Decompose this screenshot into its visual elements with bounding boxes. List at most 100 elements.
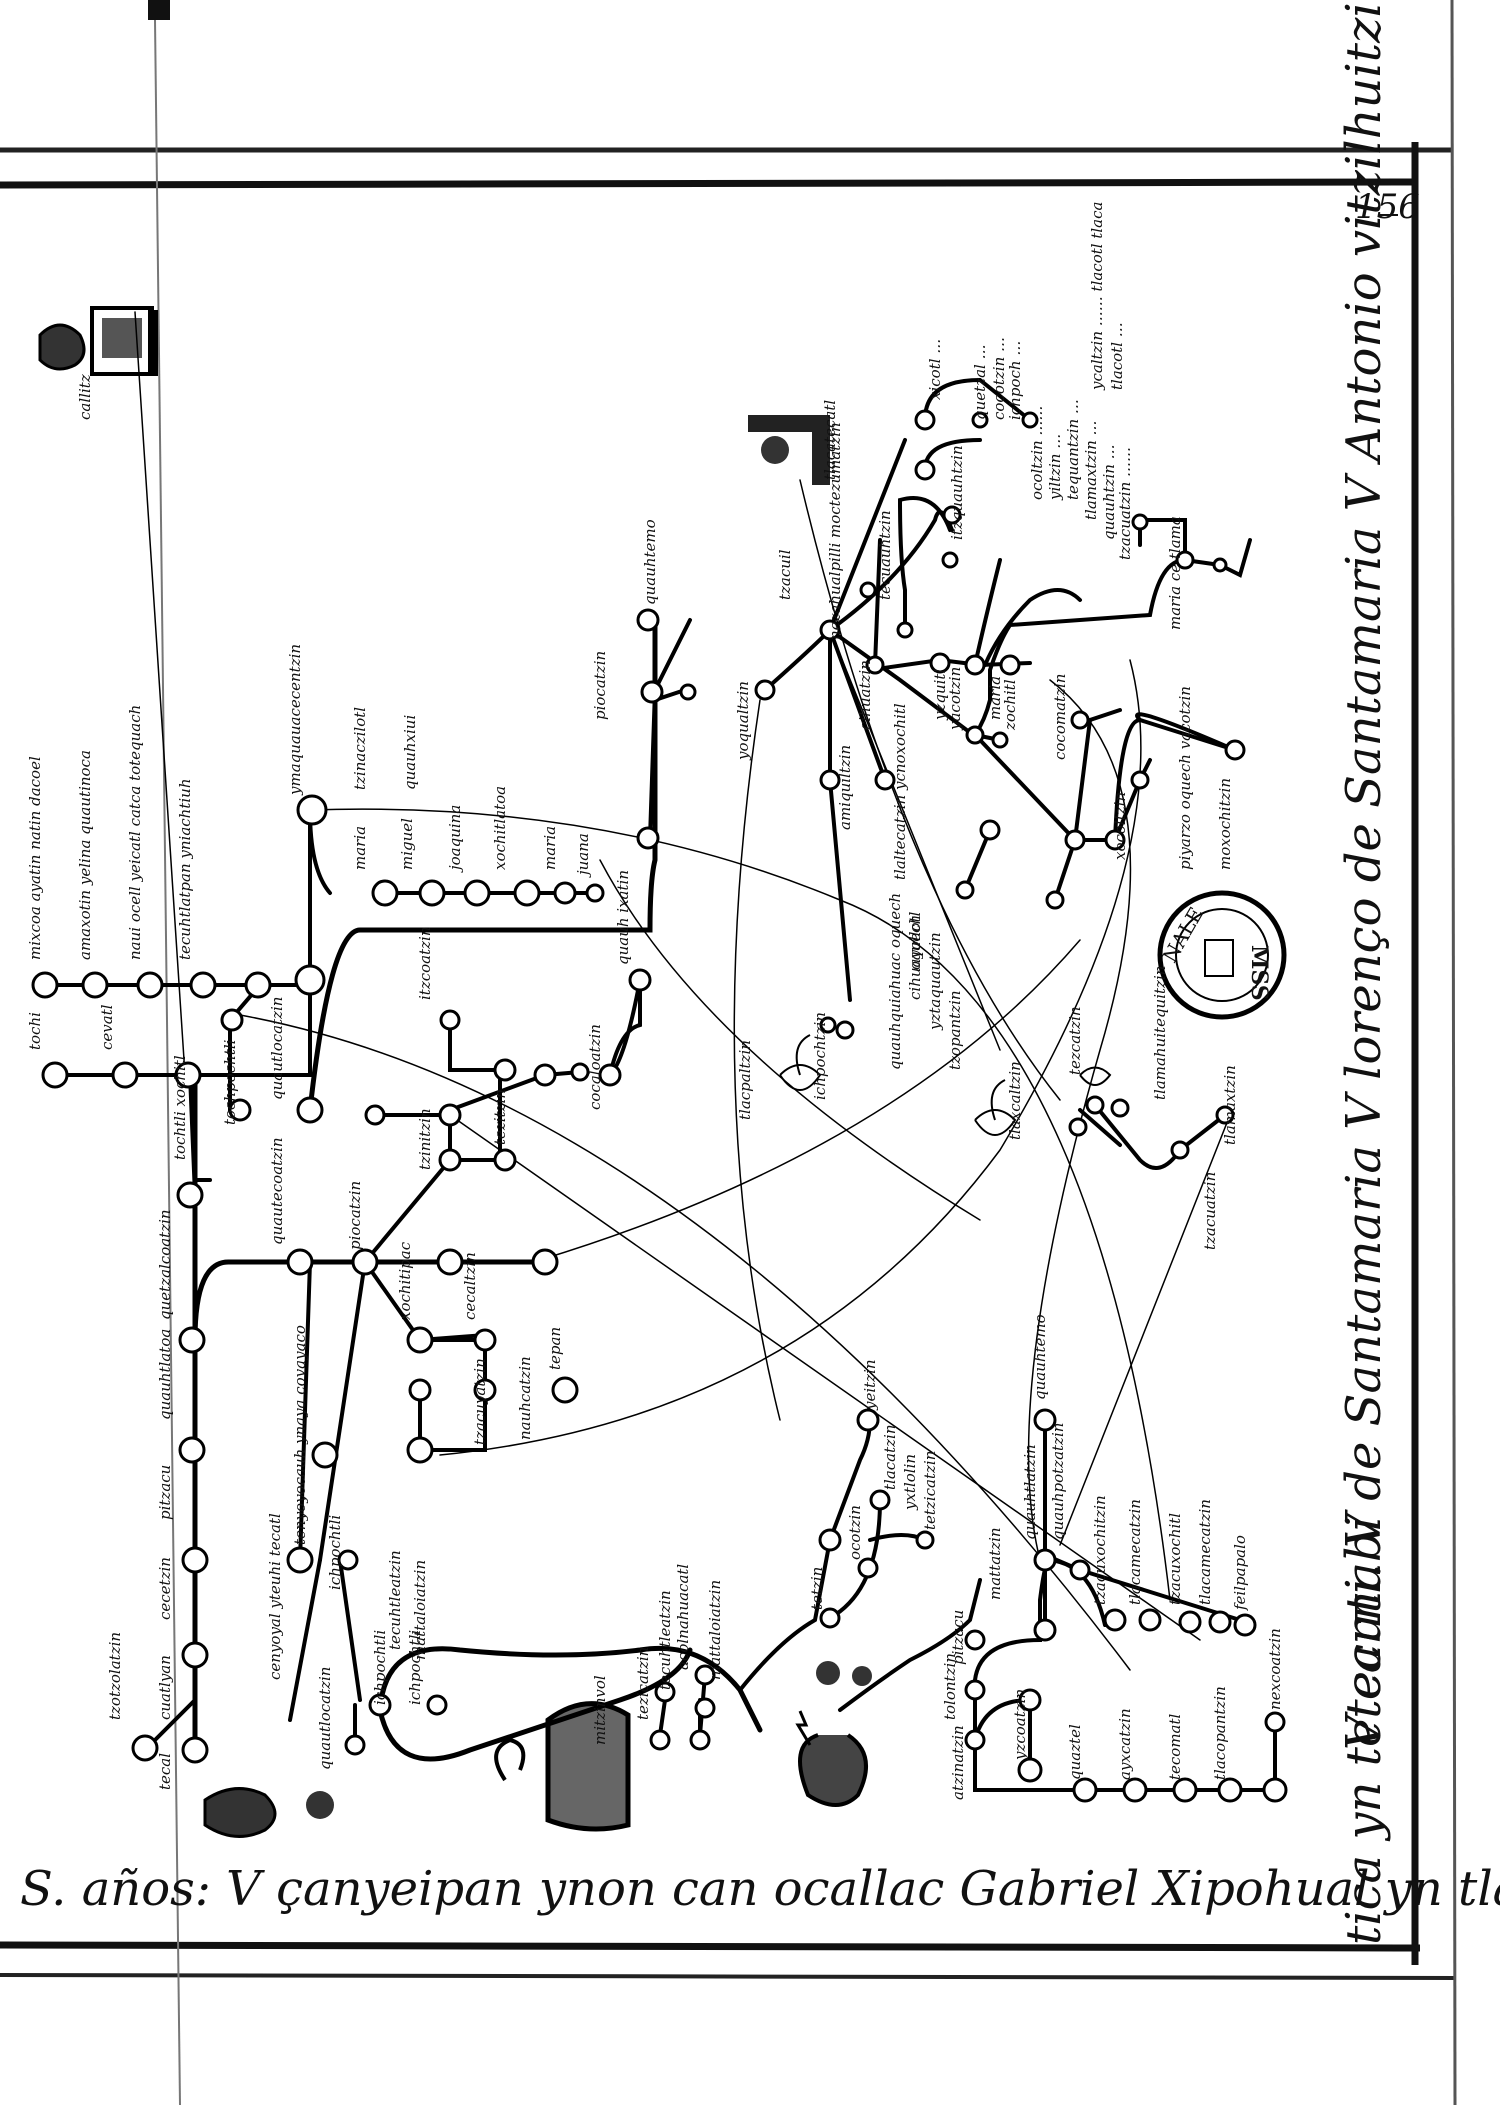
node (531, 1248, 559, 1276)
cross-connections (134, 311, 1231, 1671)
node (436, 1248, 464, 1276)
node (1122, 1777, 1148, 1803)
node (991, 731, 1009, 749)
outer-border-bottom (0, 1973, 1456, 1980)
node (819, 619, 841, 641)
label: tecomatl (1166, 1713, 1184, 1780)
node (493, 1148, 517, 1172)
label: feilpapalo (1231, 1535, 1249, 1611)
node (1224, 739, 1246, 761)
node (178, 1436, 206, 1464)
node (1175, 550, 1195, 570)
node (181, 1641, 209, 1669)
node (1033, 1408, 1057, 1432)
node (965, 725, 985, 745)
node (636, 826, 660, 850)
label: ocotzin (846, 1505, 864, 1560)
node (955, 880, 975, 900)
node (570, 1062, 590, 1082)
label: tlaltecatzin ycnoxochitl (891, 703, 909, 880)
node (473, 1328, 497, 1352)
label: tzacuatzin (1201, 1172, 1219, 1250)
nodes-right (754, 409, 1246, 1160)
label: tecuauhtzin (876, 510, 894, 600)
label: miguel (398, 818, 416, 870)
label: tlamaxtzin (1221, 1065, 1239, 1145)
label: xochitlatoa (491, 786, 509, 870)
node (819, 1016, 837, 1034)
node (1072, 1777, 1098, 1803)
node (999, 654, 1021, 676)
label: ichpochtzin (811, 1012, 829, 1100)
node (1068, 1117, 1088, 1137)
node (856, 1408, 880, 1432)
node (865, 655, 885, 675)
label: tzacuxochitzin (1091, 1495, 1109, 1605)
label: ymaquauacecentzin (286, 644, 304, 796)
node (1033, 1548, 1057, 1572)
label: maria (351, 826, 369, 870)
label: tecuhtleatzin (386, 1550, 404, 1650)
node (649, 1729, 671, 1751)
label: tetzin (808, 1567, 826, 1610)
node (439, 1009, 461, 1031)
label: tolontzin (941, 1653, 959, 1720)
label: tecuhtleatzin (656, 1590, 674, 1690)
node (371, 879, 399, 907)
node (1045, 890, 1065, 910)
temple-glyph-bottom (494, 1701, 631, 1832)
label: tzacuxochitl (1166, 1513, 1184, 1605)
label: tlacamecatzin (1126, 1499, 1144, 1605)
label: tlacopantzin (1211, 1686, 1229, 1780)
label: xochitipac (396, 1241, 414, 1320)
label: piyarzo oquech vacotzin (1176, 686, 1194, 870)
node (228, 1098, 252, 1122)
node (964, 654, 986, 676)
label: quauh ixatin (614, 870, 632, 965)
label: tequantzin … (1064, 399, 1082, 500)
label: cecaltzin (461, 1252, 479, 1320)
node (929, 652, 951, 674)
node (859, 581, 877, 599)
node (174, 1061, 202, 1089)
label: amaxotin yelina quautinoca (76, 750, 94, 960)
node (964, 1629, 986, 1651)
heading-right: V carnabi de Santamaria V lorenço de San… (1336, 2, 1392, 1750)
node (1215, 1105, 1235, 1125)
label: tenyoyocauh ynaya covayaco (291, 1325, 309, 1545)
node (286, 1248, 314, 1276)
node (585, 883, 605, 903)
label: itzquauhtzin (948, 445, 966, 540)
node (406, 1436, 434, 1464)
label: cocomatzin (1051, 674, 1069, 760)
label: nauhcatzin (516, 1356, 534, 1440)
node (111, 1061, 139, 1089)
label: xicotl … (926, 339, 944, 400)
label: tecal (156, 1753, 174, 1790)
label: yxtlolin (901, 1454, 919, 1511)
node (1085, 1095, 1105, 1115)
label: tezcatzin (1066, 1006, 1084, 1075)
node (286, 1546, 314, 1574)
node (463, 879, 491, 907)
label: quauhtlatzin (1021, 1444, 1039, 1540)
label: ayxcatzin (1116, 1708, 1134, 1780)
node (1069, 1559, 1091, 1581)
label: tlacamecatzin (1196, 1499, 1214, 1605)
label: tochtli xochitl (171, 1055, 189, 1160)
label: quauhtzin … (1100, 444, 1118, 540)
label: yeitzin (861, 1359, 879, 1411)
label: cihuayollotl (906, 911, 924, 1000)
label: quauhquiahuac oquech (886, 893, 904, 1070)
label: ichpochtli (406, 1630, 424, 1705)
node (406, 1326, 434, 1354)
label: juana (574, 833, 592, 878)
node (679, 683, 697, 701)
label: pitzacu (156, 1465, 174, 1520)
label: cocaloatzin (586, 1024, 604, 1110)
node (178, 1326, 206, 1354)
label: tlamaxtzin … (1082, 420, 1100, 520)
stamp-line2: MSS (1246, 945, 1272, 1001)
label: tlaxcaltzin (1006, 1061, 1024, 1140)
label: cecetzin (156, 1557, 174, 1620)
